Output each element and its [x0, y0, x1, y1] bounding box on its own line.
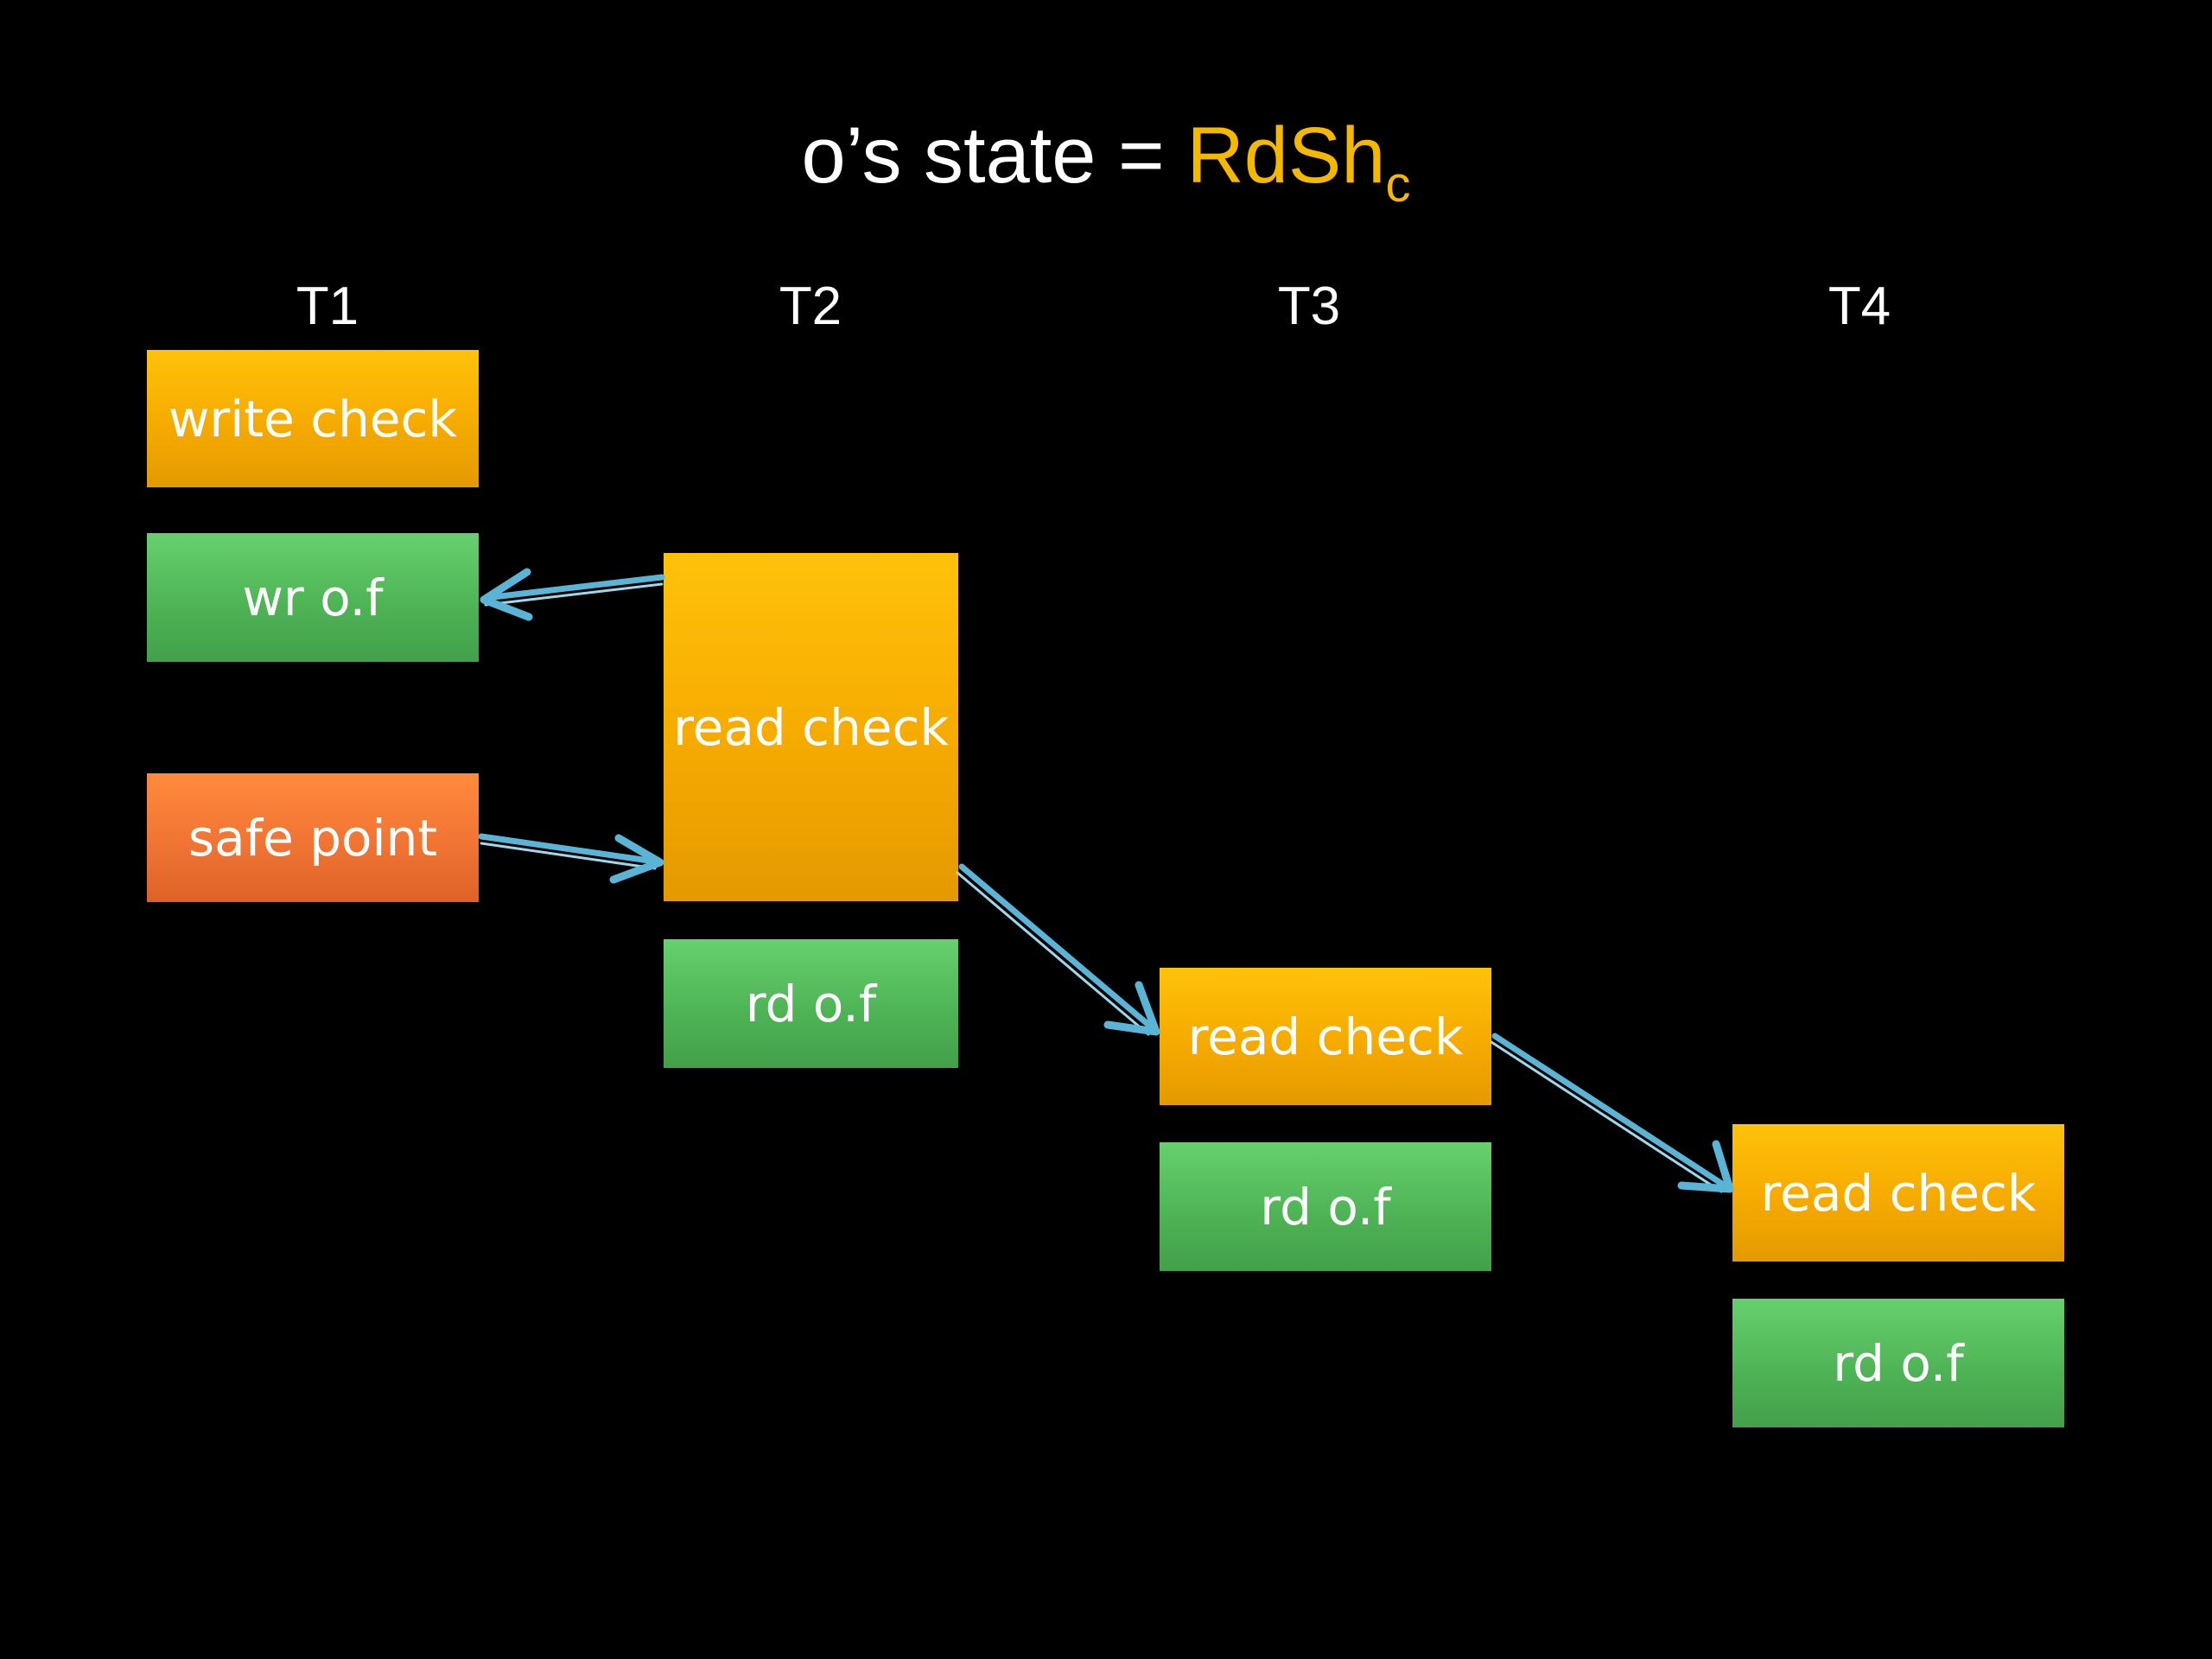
- title-state: RdSh: [1186, 111, 1386, 200]
- arrow-t2-to-t3: [956, 863, 1160, 1036]
- t3-read-access-box: rd o.f: [1160, 1142, 1491, 1271]
- t3-read-check-box: read check: [1160, 968, 1491, 1105]
- thread-label-t3: T3: [1277, 276, 1341, 336]
- t4-read-access-box: rd o.f: [1732, 1299, 2064, 1427]
- arrow-t2-to-t1-write: [480, 568, 665, 621]
- t4-read-check-box: read check: [1732, 1124, 2064, 1262]
- t1-write-check-box: write check: [147, 350, 479, 487]
- arrow-t3-to-t4: [1490, 1033, 1734, 1193]
- t1-write-access-box: wr o.f: [147, 533, 479, 662]
- title-state-subscript: c: [1385, 156, 1411, 213]
- arrow-safe-point-to-t2: [478, 833, 664, 884]
- thread-label-t4: T4: [1827, 276, 1891, 336]
- t1-safe-point-box: safe point: [147, 773, 479, 902]
- slide-title: o’s state = RdShc: [0, 104, 2212, 210]
- t2-read-check-box: read check: [664, 553, 958, 901]
- thread-label-t1: T1: [296, 276, 359, 336]
- t2-read-access-box: rd o.f: [664, 939, 958, 1068]
- title-prefix: o’s state =: [801, 111, 1187, 200]
- thread-label-t2: T2: [779, 276, 842, 336]
